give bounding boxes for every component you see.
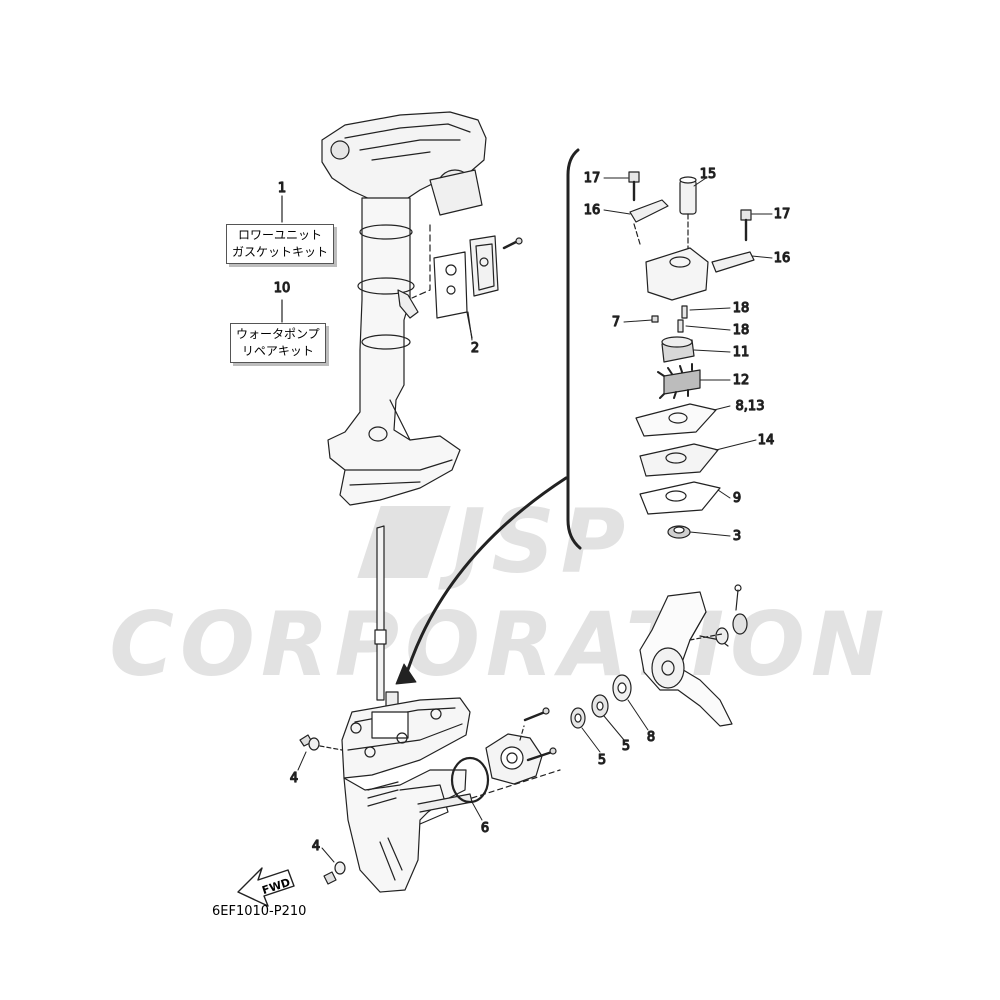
pump-cover-drawing <box>485 707 557 785</box>
callout-9: 9 <box>733 491 741 506</box>
part-5-seals <box>570 694 609 729</box>
leader-2-dashed <box>411 224 431 299</box>
shaft-axis <box>471 769 561 799</box>
gasket-kit-box: ロワーユニット ガスケットキット <box>226 224 335 264</box>
callout-17a: 17 <box>584 171 601 186</box>
callout-5a: 5 <box>598 753 606 768</box>
callout-5b: 5 <box>622 739 630 754</box>
water-pump-kit-line2: リペアキット <box>241 344 314 358</box>
water-pump-kit-line1: ウォータポンプ <box>236 327 320 341</box>
inset-bracket <box>566 148 582 550</box>
callout-10: 10 <box>274 281 291 296</box>
part-6-oring <box>450 756 490 804</box>
part-code: 6EF1010-P210 <box>212 904 307 919</box>
inset-arrow-head-icon <box>395 663 417 685</box>
gasket-kit-line2: ガスケットキット <box>232 245 329 259</box>
gasket-kit-line1: ロワーユニット <box>238 228 323 242</box>
lower-unit-drawing <box>341 697 473 893</box>
callout-8-13: 8,13 <box>736 399 765 414</box>
callout-7: 7 <box>612 315 620 330</box>
callout-18a: 18 <box>733 301 750 316</box>
callout-16b: 16 <box>774 251 791 266</box>
callout-3: 3 <box>733 529 741 544</box>
callout-15: 15 <box>700 167 717 182</box>
callout-17b: 17 <box>774 207 791 222</box>
water-pump-kit-box: ウォータポンプ リペアキット <box>230 323 326 363</box>
upper-casing-drawing <box>321 111 487 506</box>
part-8-washer <box>612 674 632 702</box>
driveshaft-drawing <box>374 525 399 713</box>
water-pump-inset-drawing <box>628 171 755 539</box>
inset-arrow <box>402 476 568 684</box>
callout-4b: 4 <box>312 839 320 854</box>
callout-11: 11 <box>733 345 750 360</box>
part-4-plugs <box>299 734 346 885</box>
leader-lines <box>297 177 773 863</box>
callout-12: 12 <box>733 373 750 388</box>
callout-4a: 4 <box>290 771 298 786</box>
fwd-arrow-icon: FWD <box>237 867 295 907</box>
callout-16a: 16 <box>584 203 601 218</box>
callout-6: 6 <box>481 821 489 836</box>
callout-18b: 18 <box>733 323 750 338</box>
callout-1: 1 <box>278 181 286 196</box>
callout-2: 2 <box>471 341 479 356</box>
propeller-drawing <box>639 584 748 727</box>
callout-14: 14 <box>758 433 775 448</box>
callouts: 1 10 2 17 16 15 17 16 18 7 18 11 12 8,13… <box>273 166 791 854</box>
part-2-gasket-and-plate <box>433 235 523 339</box>
callout-8: 8 <box>647 730 655 745</box>
